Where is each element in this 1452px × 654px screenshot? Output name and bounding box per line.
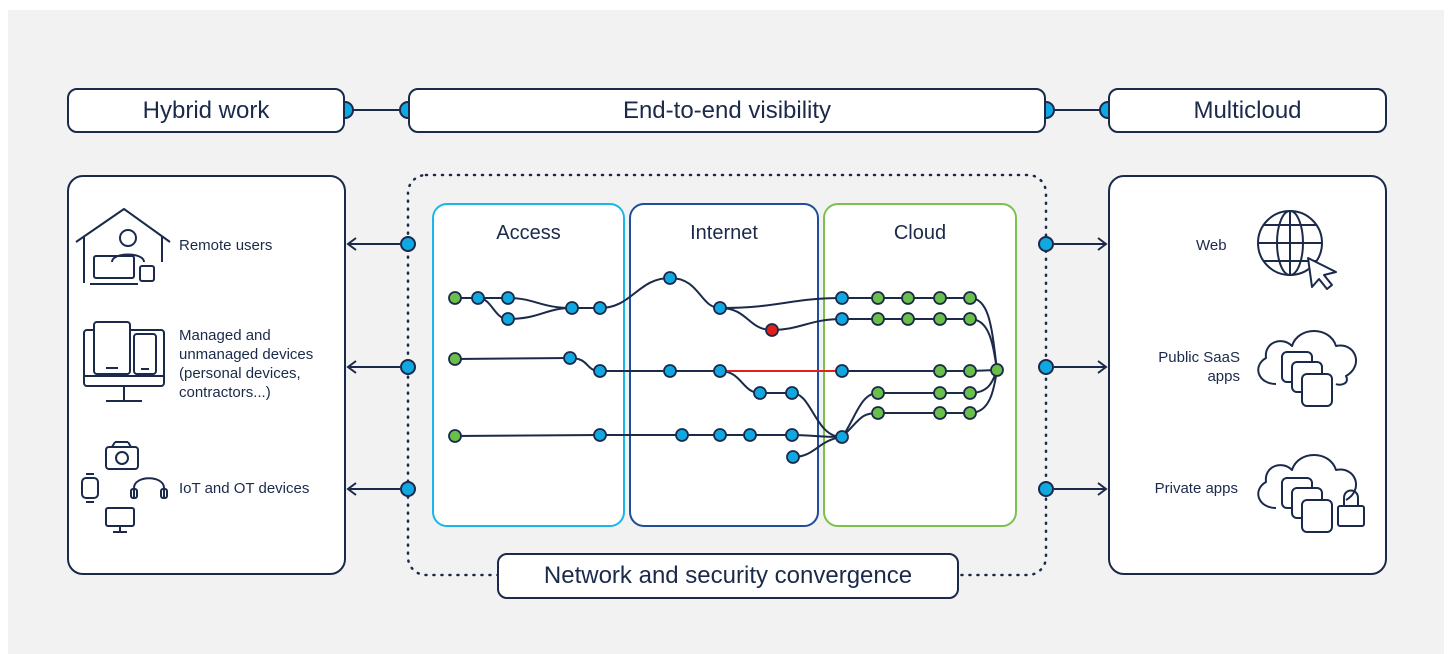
remote-users-label: Remote users [179,237,273,254]
left-arrow-nodes [400,236,416,497]
left-arrows [346,237,400,496]
header-connector-left [336,101,417,119]
devices-label: Managed and unmanaged devices (personal … [179,327,314,401]
alert-node [765,323,779,337]
network-security-convergence-label: Network and security convergence [497,553,959,599]
blue-nodes [471,271,849,464]
cloud-zone [823,203,1017,527]
web-label: Web [1196,237,1227,254]
private-apps-label: Private apps [1154,480,1238,497]
green-nodes [448,291,1004,443]
right-arrows [1054,237,1108,496]
access-zone [432,203,625,527]
right-arrow-nodes [1038,236,1054,497]
iot-ot-devices-label: IoT and OT devices [179,480,310,497]
access-zone-label: Access [496,222,561,244]
end-to-end-visibility-label: End-to-end visibility [408,88,1046,133]
cloud-zone-label: Cloud [893,222,947,244]
hybrid-work-label: Hybrid work [67,88,345,133]
internet-zone [629,203,819,527]
header-connector-right [1037,101,1117,119]
internet-zone-label: Internet [690,222,758,244]
multicloud-label: Multicloud [1108,88,1387,133]
public-saas-apps-label: Public SaaS apps [1158,349,1240,385]
